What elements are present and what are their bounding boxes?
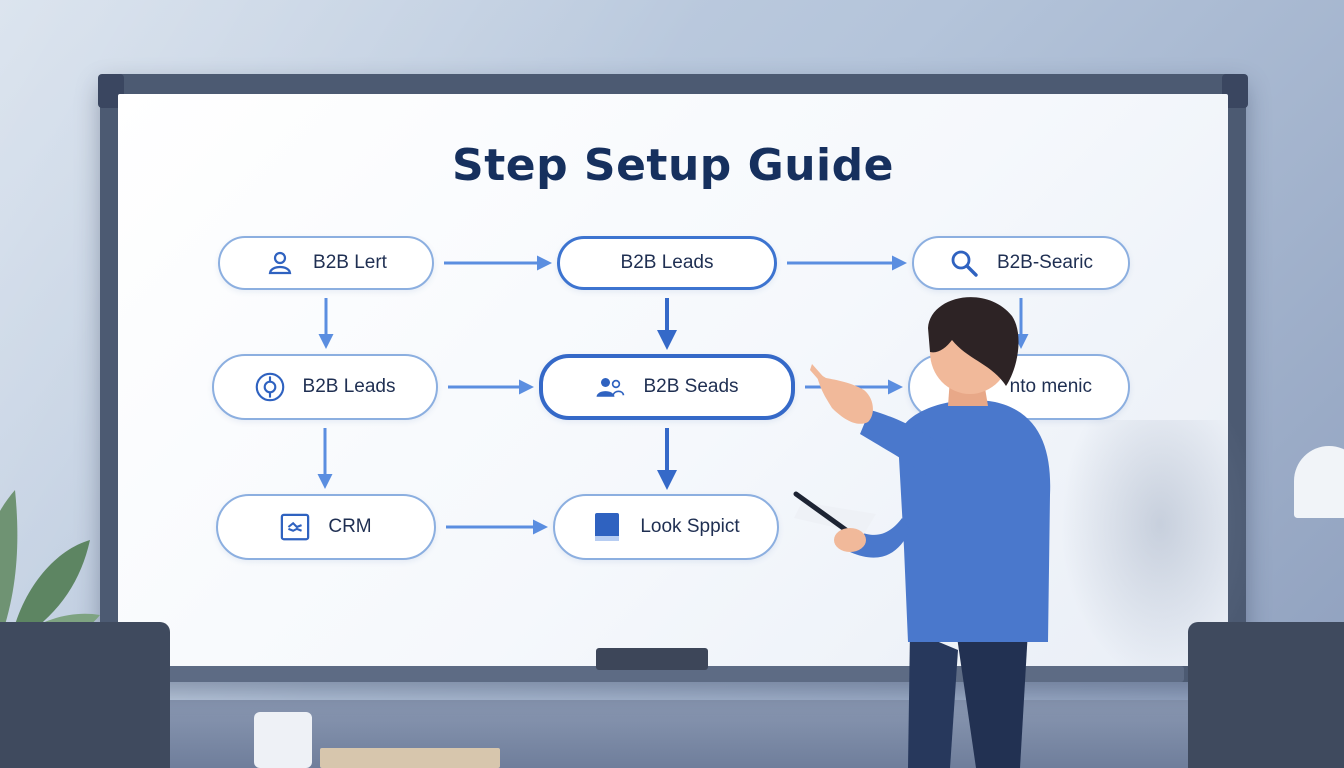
presenter-person <box>793 297 1051 768</box>
node-label: B2B Lert <box>313 252 387 273</box>
node-label: B2B-Searic <box>996 252 1094 273</box>
node-b2b-leads-top: B2B Leads <box>557 236 777 290</box>
book-icon <box>592 512 622 542</box>
target-icon <box>255 372 285 402</box>
node-b2b-searic: B2B-Searic <box>912 236 1130 290</box>
monitor-right <box>1188 622 1344 768</box>
node-b2b-lert: B2B Lert <box>218 236 434 290</box>
coffee-cup <box>254 712 312 768</box>
node-label: Look Sppict <box>640 516 740 537</box>
node-label: B2B Seads <box>643 376 739 397</box>
desk-lamp <box>1294 446 1344 518</box>
magnifier-icon <box>949 248 979 278</box>
diagram-title: Step Setup Guide <box>452 140 894 191</box>
monitor-left <box>0 622 170 768</box>
node-b2b-leads-mid: B2B Leads <box>212 354 438 420</box>
desk <box>0 700 1344 768</box>
node-label: CRM <box>328 516 372 537</box>
node-label: B2B Leads <box>620 252 714 273</box>
node-crm: CRM <box>216 494 436 560</box>
node-label: nto menic <box>1009 376 1092 397</box>
crm-box-icon <box>280 512 310 542</box>
node-label: B2B Leads <box>302 376 396 397</box>
node-look-sppict: Look Sppict <box>553 494 779 560</box>
users-icon <box>595 372 625 402</box>
person-icon <box>265 248 295 278</box>
eraser <box>596 648 708 670</box>
node-b2b-seads: B2B Seads <box>539 354 795 420</box>
desk-book <box>320 748 500 768</box>
